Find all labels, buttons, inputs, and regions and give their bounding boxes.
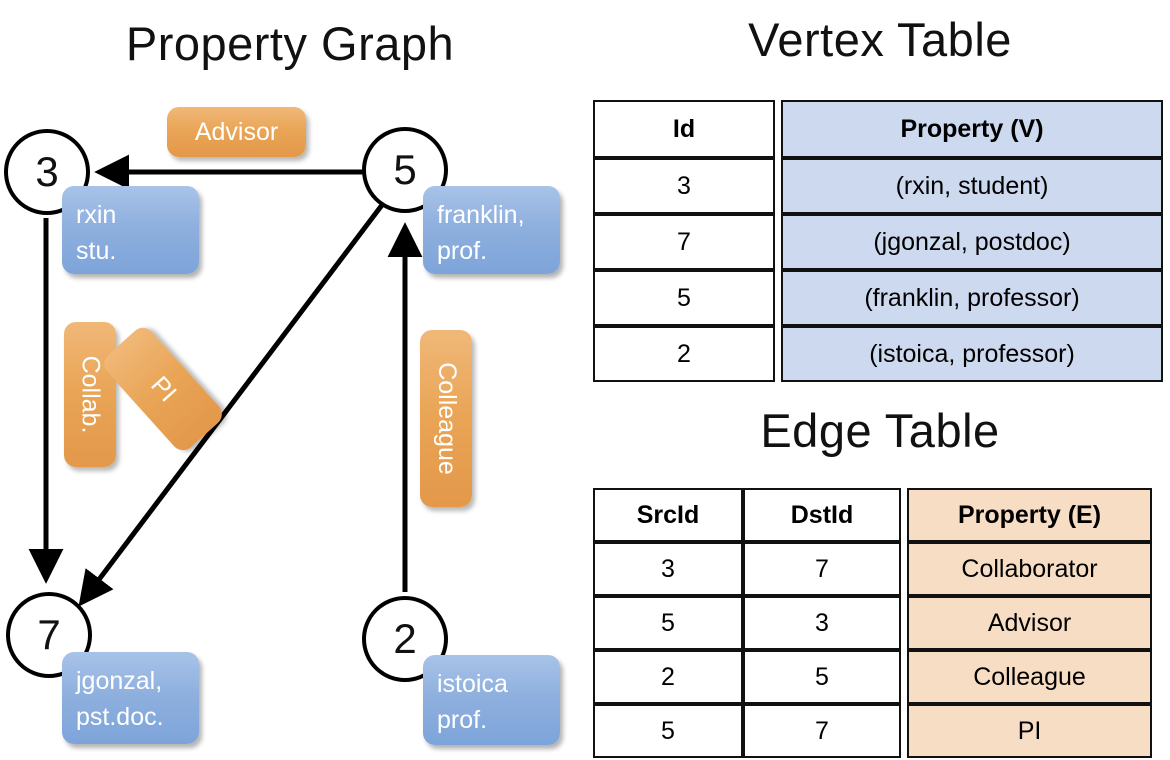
edge-table-cell-srcid: 3 <box>593 542 743 596</box>
edge-label-collab: Collab. <box>64 322 116 467</box>
table-row: 5 (franklin, professor) <box>593 270 1163 326</box>
graph-node-2[interactable]: 2 <box>362 596 448 682</box>
vertex-table-cell-property: (istoica, professor) <box>781 326 1163 382</box>
vertex-table-column-gap <box>775 158 781 214</box>
table-row: 2 5 Colleague <box>593 650 1152 704</box>
edge-table-cell-srcid: 2 <box>593 650 743 704</box>
table-row: 7 (jgonzal, postdoc) <box>593 214 1163 270</box>
edge-table-column-gap <box>901 650 907 704</box>
vertex-table: Id Property (V) 3 (rxin, student) 7 (jgo… <box>593 100 1163 382</box>
edge-table-header-property: Property (E) <box>907 488 1152 542</box>
vertex-table-column-gap <box>775 326 781 382</box>
vertex-property-box-5-line1: franklin, <box>437 201 525 229</box>
edge-label-advisor-text: Advisor <box>194 117 279 146</box>
vertex-table-column-gap <box>775 100 781 158</box>
vertex-table-cell-property: (franklin, professor) <box>781 270 1163 326</box>
vertex-property-box-5: franklin, prof. <box>423 186 560 274</box>
vertex-property-box-3-line2: stu. <box>76 237 117 266</box>
vertex-property-box-7: jgonzal, pst.doc. <box>62 652 199 744</box>
edge-label-pi-text: PI <box>145 370 182 407</box>
edge-table-cell-srcid: 5 <box>593 596 743 650</box>
vertex-table-cell-id: 2 <box>593 326 775 382</box>
vertex-property-box-7-line2: pst.doc. <box>76 703 164 732</box>
vertex-property-box-2: istoica prof. <box>423 655 560 745</box>
graph-node-5-label: 5 <box>393 146 417 193</box>
vertex-table-cell-id: 3 <box>593 158 775 214</box>
graph-node-2-label: 2 <box>393 615 417 662</box>
vertex-property-box-3-line1: rxin <box>76 201 117 229</box>
edge-table-cell-property: Advisor <box>907 596 1152 650</box>
edge-table-cell-property: PI <box>907 704 1152 758</box>
edge-table-column-gap <box>901 542 907 596</box>
vertex-table-cell-property: (rxin, student) <box>781 158 1163 214</box>
vertex-property-box-5-line2: prof. <box>437 237 488 266</box>
vertex-property-box-3: rxin stu. <box>62 186 199 274</box>
vertex-table-cell-id: 7 <box>593 214 775 270</box>
edge-table: SrcId DstId Property (E) 3 7 Collaborato… <box>593 488 1152 758</box>
edge-label-colleague-text: Colleague <box>432 362 461 475</box>
graph-node-7-label: 7 <box>37 611 61 658</box>
page-title-edge-table: Edge Table <box>760 404 1000 457</box>
table-row: 5 3 Advisor <box>593 596 1152 650</box>
vertex-table-cell-id: 5 <box>593 270 775 326</box>
edge-table-cell-dstid: 3 <box>743 596 901 650</box>
property-graph-panel: 3 5 7 2 rxin stu. franklin, prof. jgonza… <box>4 107 560 745</box>
vertex-property-box-2-line2: prof. <box>437 706 488 735</box>
graph-node-5[interactable]: 5 <box>362 127 448 213</box>
vertex-table-header-id: Id <box>593 100 775 158</box>
page-title-vertex-table: Vertex Table <box>748 13 1012 66</box>
edge-5-to-7 <box>78 199 387 607</box>
vertex-table-header-row: Id Property (V) <box>593 100 1163 158</box>
vertex-table-column-gap <box>775 214 781 270</box>
edge-table-cell-dstid: 7 <box>743 542 901 596</box>
edge-table-cell-property: Colleague <box>907 650 1152 704</box>
edge-table-column-gap <box>901 488 907 542</box>
graph-node-3-label: 3 <box>35 148 59 195</box>
vertex-property-box-7-line1: jgonzal, <box>76 667 163 695</box>
edge-table-column-gap <box>901 596 907 650</box>
table-row: 5 7 PI <box>593 704 1152 758</box>
edge-table-cell-srcid: 5 <box>593 704 743 758</box>
graph-edges-svg <box>28 154 423 607</box>
edge-table-header-row: SrcId DstId Property (E) <box>593 488 1152 542</box>
edge-table-column-gap <box>901 704 907 758</box>
vertex-table-header-property: Property (V) <box>781 100 1163 158</box>
table-row: 3 7 Collaborator <box>593 542 1152 596</box>
vertex-property-box-2-line1: istoica <box>437 670 508 698</box>
edge-table-header-dstid: DstId <box>743 488 901 542</box>
table-row: 2 (istoica, professor) <box>593 326 1163 382</box>
vertex-table-column-gap <box>775 270 781 326</box>
edge-label-collab-text: Collab. <box>76 355 105 434</box>
edge-table-header-srcid: SrcId <box>593 488 743 542</box>
table-row: 3 (rxin, student) <box>593 158 1163 214</box>
edge-table-cell-dstid: 7 <box>743 704 901 758</box>
edge-label-colleague: Colleague <box>420 330 472 507</box>
vertex-table-cell-property: (jgonzal, postdoc) <box>781 214 1163 270</box>
edge-table-cell-property: Collaborator <box>907 542 1152 596</box>
edge-table-cell-dstid: 5 <box>743 650 901 704</box>
page-title-property-graph: Property Graph <box>125 17 455 70</box>
edge-label-advisor: Advisor <box>167 107 306 157</box>
